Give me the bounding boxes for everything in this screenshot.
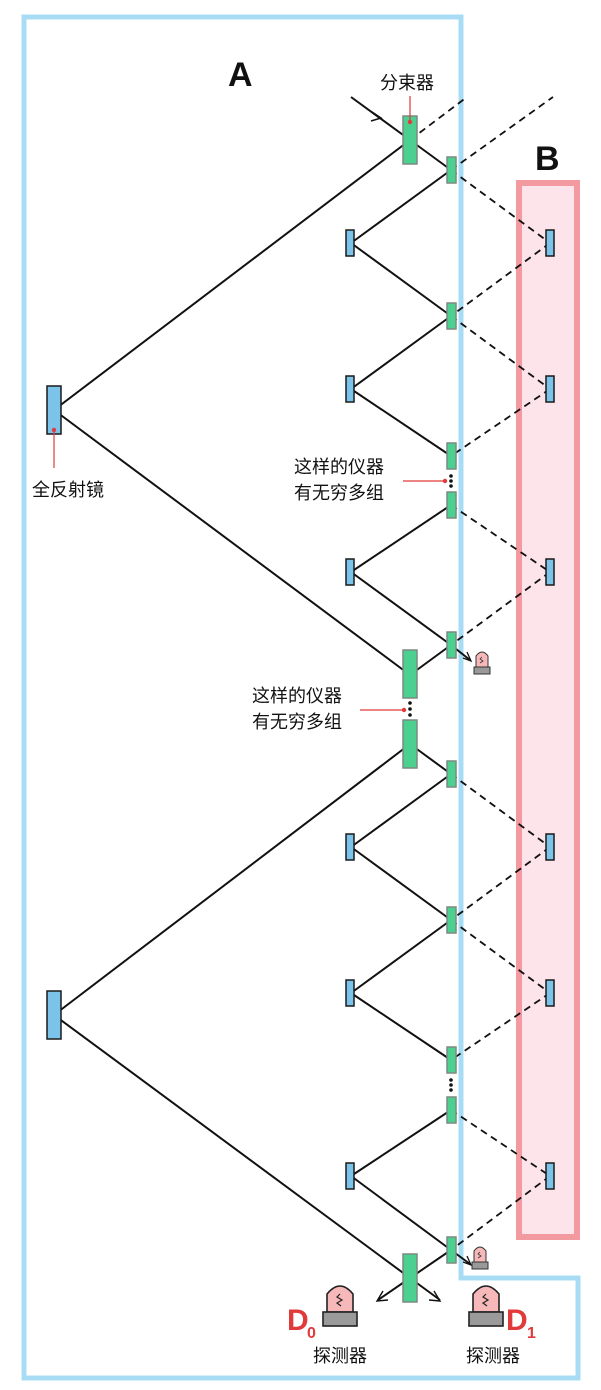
- zigzag-group-2: [350, 773, 452, 1251]
- full-mirror-dot: [51, 427, 57, 433]
- top-dashed-2: [450, 96, 554, 171]
- small-mirrors-right: [545, 229, 555, 1190]
- beam-splitter-label: 分束器: [380, 73, 434, 94]
- full-mirror-label: 全反射镜: [32, 480, 104, 501]
- d1-subscript: 1: [527, 1325, 536, 1342]
- top-dashed-1: [409, 96, 468, 141]
- main-beams: [53, 139, 452, 1279]
- d0-subscript: 0: [307, 1325, 316, 1342]
- dashed-group-1: [450, 169, 551, 646]
- region-a-label: A: [228, 56, 253, 94]
- repeat-note-1-line2: 有无穷多组: [294, 483, 384, 504]
- full-mirror-2: [46, 990, 62, 1040]
- d0-letter: D: [287, 1304, 309, 1337]
- output-arrow-d0: [375, 1290, 389, 1302]
- repeat-note-2-line1: 这样的仪器: [252, 686, 342, 707]
- beam-splitter-3: [402, 719, 418, 769]
- repeat-note-1-dot: [442, 478, 448, 484]
- output-arrow-d1: [428, 1290, 442, 1302]
- small-detector-1: [473, 651, 491, 675]
- small-beam-splitters: [446, 156, 457, 1264]
- detector-d0: [322, 1285, 358, 1327]
- beam-splitter-final: [402, 1253, 418, 1303]
- small-detector-2: [471, 1246, 489, 1270]
- small-mirrors-left: [345, 229, 355, 1190]
- beam-splitter-2: [402, 649, 418, 699]
- d1-caption: 探测器: [466, 1346, 520, 1367]
- d1-letter: D: [506, 1304, 528, 1337]
- repeat-note-2-dot: [401, 707, 407, 713]
- ellipsis-dots: [408, 474, 453, 1092]
- d0-caption: 探测器: [313, 1346, 367, 1367]
- input-arrow: [370, 111, 383, 122]
- small-output-arrow-1: [462, 651, 473, 663]
- small-output-arrow-2: [462, 1255, 473, 1267]
- dashed-group-2: [450, 773, 551, 1251]
- region-b-label: B: [535, 140, 560, 178]
- repeat-note-1-line1: 这样的仪器: [294, 457, 384, 478]
- full-mirror-1: [46, 385, 62, 435]
- repeat-note-2-line2: 有无穷多组: [252, 712, 342, 733]
- zigzag-group-1: [350, 169, 452, 646]
- region-a-box: [21, 14, 581, 1381]
- detector-d1: [468, 1285, 504, 1327]
- beam-splitter-dot: [407, 119, 413, 125]
- region-b-box: [516, 180, 580, 1240]
